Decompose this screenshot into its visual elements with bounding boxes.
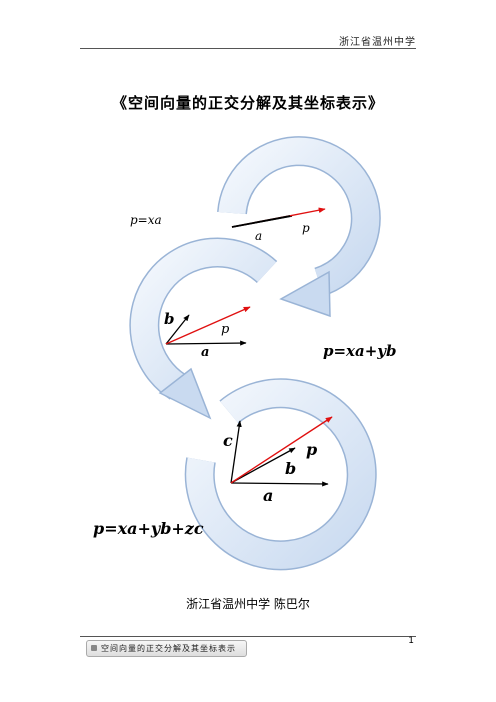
formula-1: p=xa <box>130 213 162 227</box>
running-header: 浙江省温州中学 <box>339 37 416 48</box>
vector-b-2 <box>165 314 190 345</box>
panel-2-vectors <box>165 306 251 346</box>
formula-2: p=xa+yb <box>323 342 397 360</box>
label-a-1: a <box>255 229 262 243</box>
formula-3: p=xa+yb+zc <box>93 519 204 538</box>
vector-a-1-overlay <box>231 215 291 228</box>
circular-arrow-1 <box>217 136 381 318</box>
panel-1-vectors <box>231 207 326 228</box>
vector-b-3 <box>230 447 296 484</box>
document-title: 《空间向量的正交分解及其坐标表示》 <box>111 94 384 112</box>
circular-arrow-3 <box>184 378 377 571</box>
label-p-2: p <box>221 322 230 337</box>
label-a-3: a <box>263 486 273 505</box>
vector-c-3 <box>230 420 242 484</box>
label-p-3: p <box>306 440 317 459</box>
vector-p-3 <box>230 416 333 484</box>
label-p-1: p <box>302 221 310 235</box>
circular-arrow-2 <box>129 237 278 420</box>
vector-a-2 <box>165 340 247 346</box>
label-b-2: b <box>164 310 175 328</box>
page-number: 1 <box>408 636 414 646</box>
author-line: 浙江省温州中学 陈巴尔 <box>186 597 310 611</box>
label-b-3: b <box>285 459 296 478</box>
header-rule <box>80 48 416 49</box>
vector-p-2 <box>165 306 251 345</box>
panel-3-vectors <box>230 416 333 487</box>
footer-title-tab: 空间向量的正交分解及其坐标表示 <box>86 640 247 657</box>
vector-a-3 <box>230 481 329 487</box>
label-c-3: c <box>223 431 233 450</box>
footer-rule <box>80 636 416 637</box>
label-a-2: a <box>201 345 209 360</box>
